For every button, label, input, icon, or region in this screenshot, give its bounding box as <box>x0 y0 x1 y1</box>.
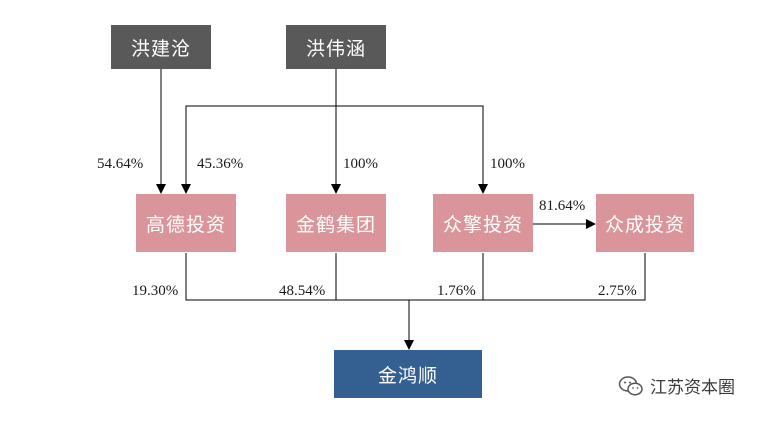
node-jinhe: 金鹤集团 <box>286 194 386 252</box>
node-hong-jiancang: 洪建沧 <box>111 25 211 69</box>
pct-gaode-target: 19.30% <box>132 283 179 299</box>
pct-zhongqing-zhongcheng: 81.64% <box>539 198 586 214</box>
watermark: 江苏资本圈 <box>618 373 735 398</box>
edge-weihan-bus <box>185 105 484 193</box>
pct-zhongcheng-target: 2.75% <box>598 283 637 299</box>
watermark-text: 江苏资本圈 <box>650 378 735 398</box>
pct-jiancang-gaode: 54.64% <box>97 156 144 172</box>
pct-weihan-jinhe: 100% <box>343 156 378 172</box>
pct-weihan-zhongqing: 100% <box>490 156 525 172</box>
edge-target-bus <box>185 253 646 301</box>
pct-jinhe-target: 48.54% <box>279 283 326 299</box>
pct-zhongqing-target: 1.76% <box>437 283 476 299</box>
node-gaode: 高德投资 <box>136 194 236 252</box>
pct-weihan-gaode: 45.36% <box>197 156 244 172</box>
node-zhongcheng: 众成投资 <box>596 194 694 252</box>
node-zhongqing: 众擎投资 <box>433 194 533 252</box>
node-hong-weihan: 洪伟涵 <box>286 25 386 69</box>
node-jinhongshun: 金鸿顺 <box>334 350 482 398</box>
wechat-icon <box>618 375 643 396</box>
